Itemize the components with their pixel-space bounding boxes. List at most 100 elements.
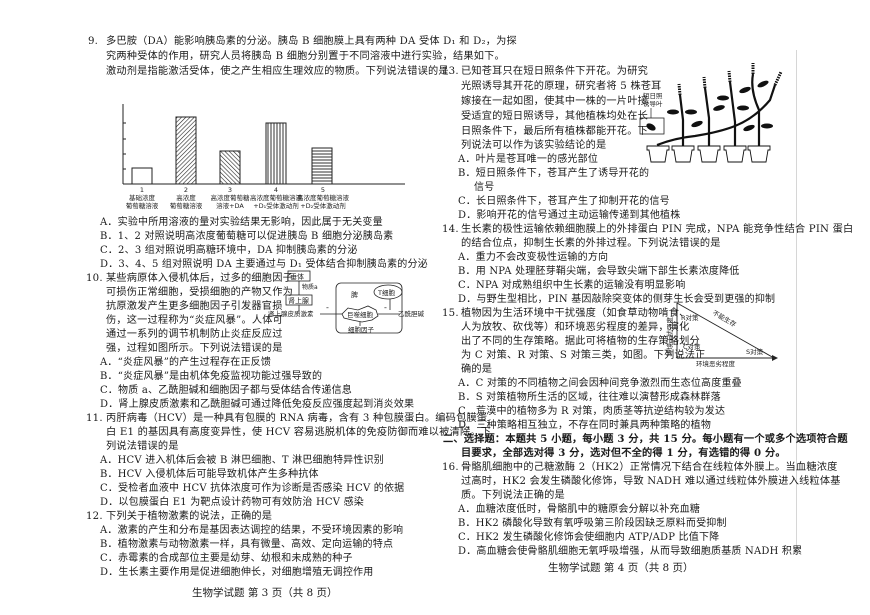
q11-option-b: B．HCV 入侵机体后可能导致机体产生多种抗体 [100,469,319,480]
q13-option-b: B．短日照条件下，苍耳产生了诱导开花的 [458,168,650,179]
q11-stem-line: 丙肝病毒（HCV）是一种具有包膜的 RNA 病毒，含有 3 种包膜蛋白。编码包膜… [106,413,488,424]
q14-stem-line: 的结合位点，抑制生长素的外排过程。下列说法错误的是 [461,238,721,249]
q13-stem-line: 已知苍耳只在短日照条件下开花。为研究 [461,66,648,77]
q10-option-a: A．“炎症风暴”的产生过程存在正反馈 [100,357,272,368]
q13-option-b-cont: 信号 [474,182,495,193]
q10-stem-line: 抗原激发产生更多细胞因子引发器官损 [106,301,283,312]
svg-text:高浓度: 高浓度 [176,193,196,202]
q15-stem-line: 出了不同的生存策略。据此可将植物的生存策略划分 [461,336,700,347]
q13-stem-line: 嫁接在一起如图，使其中一株的一片叶接 [461,96,648,107]
q11-number: 11. [86,413,103,424]
graft-stem [656,73,777,147]
q10-option-d: D．肾上腺皮质激素和乙酰胆碱可通过降低免疫反应强度起到消炎效果 [100,399,415,410]
short-day-leaf-label-2: 诱导叶 [643,99,663,108]
q11-option-d: D．以包膜蛋白 E1 为靶点设计药物可有效防治 HCV 感染 [100,497,364,508]
svg-text:2: 2 [184,186,188,194]
q16-number: 16. [442,462,459,473]
q11-stem-line: 列说法错误的是 [106,441,179,452]
q11-stem-line: 白 E1 的基因具有高度变异性，使 HCV 容易逃脱机体的免疫防御而难以被清除。… [106,427,492,438]
q16-option-b: B．HK2 磷酸化导致有氧呼吸第三阶段因缺乏原料而受抑制 [458,518,727,529]
s-strategy-label: S对策 [746,347,764,356]
q12-option-a: A．激素的产生和分布是基因表达调控的结果，不受环境因素的影响 [100,525,404,536]
q13-number: 13. [442,66,459,77]
cytokine-label: 细胞因子 [348,325,375,334]
macrophage-label: 巨噬细胞 [347,310,374,319]
q13-stem-line: 光照诱导其开花的原理，研究者将 5 株苍耳 [461,81,662,92]
x-tick-labels: 1 基础浓度 葡萄糖溶液 2 高浓度 葡萄糖溶液 3 高浓度葡萄糖 溶液+DA … [126,186,350,210]
svg-text:+D₁受体激动剂: +D₁受体激动剂 [253,201,299,210]
bars [131,116,333,185]
flower-spikes [677,63,783,96]
q9-stem-line: 激动剂是指能激活受体，使之产生相应生理效应的物质。下列说法错误的是 [106,66,449,77]
svg-text:高浓度葡萄糖: 高浓度葡萄糖 [211,193,251,202]
short-day-leaf-label-1: 短日照 [643,91,663,100]
spleen-label: 脾 [351,290,358,299]
q9-stem-line: 多巴胺（DA）能影响胰岛素的分泌。胰岛 B 细胞膜上具有两种 DA 受体 D₁ … [106,36,517,47]
page-footer-3: 生物学试题 第 3 页（共 8 页） [192,587,338,599]
q9-bar-chart: 胰岛素分泌量 1 基础浓度 葡萄糖溶液 2 高浓度 葡萄糖溶液 3 高浓度葡萄糖… [122,104,405,210]
q10-stem-line: 可损伤正常细胞，受损细胞的产物又作为 [106,287,293,298]
q15-option-b: B．S 对策植物所生活的区域，往往难以演替形成森林群落 [458,392,721,403]
q9-option-d: D．3、4、5 组对照说明 DA 主要通过与 D₁ 受体结合抑制胰岛素的分泌 [100,259,428,270]
q14-option-d: D．与野生型相比，PIN 基因敲除突变体的侧芽生长会受到更强的抑制 [458,294,776,305]
q10-stem-line: 强，过程如图所示。下列说法错误的是 [106,343,283,354]
cortical-hormone-label: 肾上腺皮质激素 [268,309,314,318]
q15-option-d: D．三种策略相互独立，不存在同时兼具两种策略的植物 [458,420,712,431]
q14-option-a: A．重力不会改变极性运输的方向 [458,252,609,263]
q16-option-d: D．高血糖会使骨骼肌细胞无氧呼吸增强，从而导致细胞质基质 NADH 积累 [458,546,803,557]
q9-stem-line: 究两种受体的作用，研究人员将胰岛 B 细胞分别置于不同溶液中进行实验，结果如下。 [106,51,505,62]
q10-option-c: C．物质 a、乙酰胆碱和细胞因子都与受体结合传递信息 [100,385,352,396]
q13-option-d: D．影响开花的信号通过主动运输传递到其他植株 [458,210,681,221]
svg-text:+D₂受体激动剂: +D₂受体激动剂 [300,201,346,210]
svg-text:葡萄糖溶液: 葡萄糖溶液 [126,201,159,210]
q12-stem-line: 下列关于植物激素的说法，正确的是 [106,511,273,522]
q10-option-b: B．“炎症风暴”是由机体免疫监视功能过强导致的 [100,371,323,382]
svg-text:溶液+DA: 溶液+DA [216,201,244,210]
y-axis [122,104,126,184]
q10-stem-line: 某些病原体入侵机体后，过多的细胞因子 [106,273,293,284]
page-footer-4: 生物学试题 第 4 页（共 8 页） [548,562,694,574]
acetylcholine-label: 乙酰胆碱 [398,309,425,318]
q13-stem-line: 受适宜的短日照诱导，其他植株均处在长 [461,111,648,122]
q10-number: 10. [86,273,103,284]
c-strategy-label: C对策 [683,342,701,351]
section-2-heading-cont: 目要求，全部选对得 3 分，选对但不全的得 1 分，有选错的得 0 分。 [461,447,786,459]
bar-4 [265,122,287,185]
svg-text:葡萄糖溶液: 葡萄糖溶液 [170,201,203,210]
q12-option-b: B．植物激素与动物激素一样，具有微量、高效、定向运输的特点 [100,539,394,550]
svg-text:高浓度葡萄糖溶液: 高浓度葡萄糖溶液 [250,193,303,202]
q9-option-c: C．2、3 组对照说明高糖环境中，DA 抑制胰岛素的分泌 [100,245,358,256]
q13-option-c: C．长日照条件下，苍耳产生了抑制开花的信号 [458,196,670,207]
q9-option-a: A．实验中所用溶液的量对实验结果无影响，因此属于无关变量 [100,217,383,228]
q13-grafted-plants-figure: 短日照 诱导叶 [639,63,783,163]
svg-text:5: 5 [321,186,325,194]
q9-option-b: B．1、2 对照说明高浓度葡萄糖可以促进胰岛 B 细胞分泌胰岛素 [100,231,394,242]
q12-number: 12. [86,511,103,522]
q15-stem-line: 为 C 对策、R 对策、S 对策三类，如图。下列说法正 [461,350,706,361]
q10-stem-line: 伤，这一过程称为“炎症风暴”。人体可 [106,315,284,326]
q16-stem-line: 骨骼肌细胞中的己糖激酶 2（HK2）正常情况下结合在线粒体外膜上。当血糖浓度 [461,462,838,473]
bar-2 [175,116,197,185]
adrenal-label: 肾上腺 [288,296,309,305]
q15-stem-line: 植物因为生活环境中干扰强度（如食草动物啃食、 [461,308,690,319]
q10-stem-line: 通过一系列的调节机制防止炎症反应过 [106,329,283,340]
y-axis-label: 环境干扰强度 [665,317,674,357]
q16-stem-line: 质。下列说法正确的是 [461,490,565,501]
svg-text:基础浓度: 基础浓度 [129,193,156,202]
q14-number: 14. [442,224,459,235]
bar-1 [131,167,153,185]
leaves [667,80,773,132]
q15-option-a: A．C 对策的不同植物之间会因种间竞争激烈而生态位高度重叠 [458,378,742,389]
pituitary-label: 垂体 [290,272,304,281]
q12-option-c: C．赤霉素的合成部位主要是幼芽、幼根和未成熟的种子 [100,553,353,564]
substance-a-label: 物质a [302,283,318,291]
q11-option-c: C．受检者血液中 HCV 抗体浓度可作为诊断是否感染 HCV 的依据 [100,483,405,494]
q16-option-c: C．HK2 发生磷酸化修饰会使细胞内 ATP/ADP 比值下降 [458,532,720,543]
q15-strategy-triangle: 环境干扰强度 环境恶劣程度 R对策 C对策 S对策 不能生存 [665,302,778,368]
x-axis-label: 环境恶劣程度 [696,359,736,368]
q16-stem-line: 过高时，HK2 会发生磷酸化修饰，导致 NADH 难以通过线粒体外膜进入线粒体基 [461,476,841,487]
q9-number: 9. [88,36,99,47]
q15-stem-line: 确的是 [461,364,493,375]
q14-stem-line: 生长素的极性运输依赖细胞膜上的外排蛋白 PIN 完成，NPA 能竞争性结合 PI… [461,224,854,235]
q13-option-a: A．叶片是苍耳唯一的感光部位 [458,154,599,165]
